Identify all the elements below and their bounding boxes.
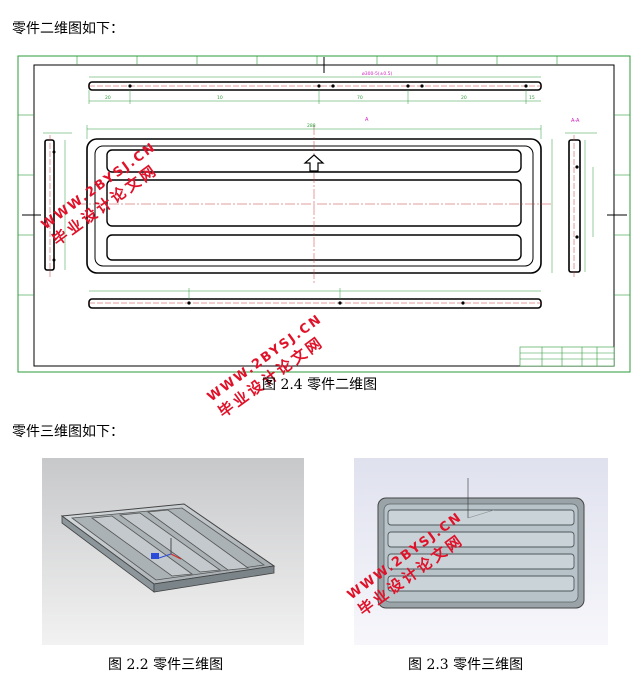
figure-caption-3d-left: 图 2.2 零件三维图 xyxy=(108,657,224,673)
title-block xyxy=(519,346,615,367)
dim-label: 70 xyxy=(357,95,363,101)
2d-drawing: 20 10 70 20 15 ø300-5(±0.5) 288 A A-A xyxy=(17,55,631,373)
dim-label-mid: 288 xyxy=(307,123,316,129)
left-side-view xyxy=(44,139,55,271)
figure-caption-3d-right: 图 2.3 零件三维图 xyxy=(408,657,524,673)
figure-caption-2d: 图 2.4 零件二维图 xyxy=(262,377,378,393)
dim-label: 10 xyxy=(217,95,223,101)
dim-label: 20 xyxy=(105,95,111,101)
heading-2d: 零件二维图如下： xyxy=(12,21,124,37)
heading-3d: 零件三维图如下： xyxy=(12,424,124,440)
magenta-note: ø300-5(±0.5) xyxy=(362,71,393,77)
dim-label: 15 xyxy=(529,95,535,101)
up-arrow-symbol xyxy=(303,154,325,172)
bottom-view-bar xyxy=(88,298,542,309)
dim-label: 20 xyxy=(461,95,467,101)
right-section-view xyxy=(568,139,581,273)
3d-render-top xyxy=(354,458,608,645)
section-label: A xyxy=(365,117,369,123)
section-label: A-A xyxy=(571,118,580,124)
3d-render-isometric xyxy=(42,458,304,645)
